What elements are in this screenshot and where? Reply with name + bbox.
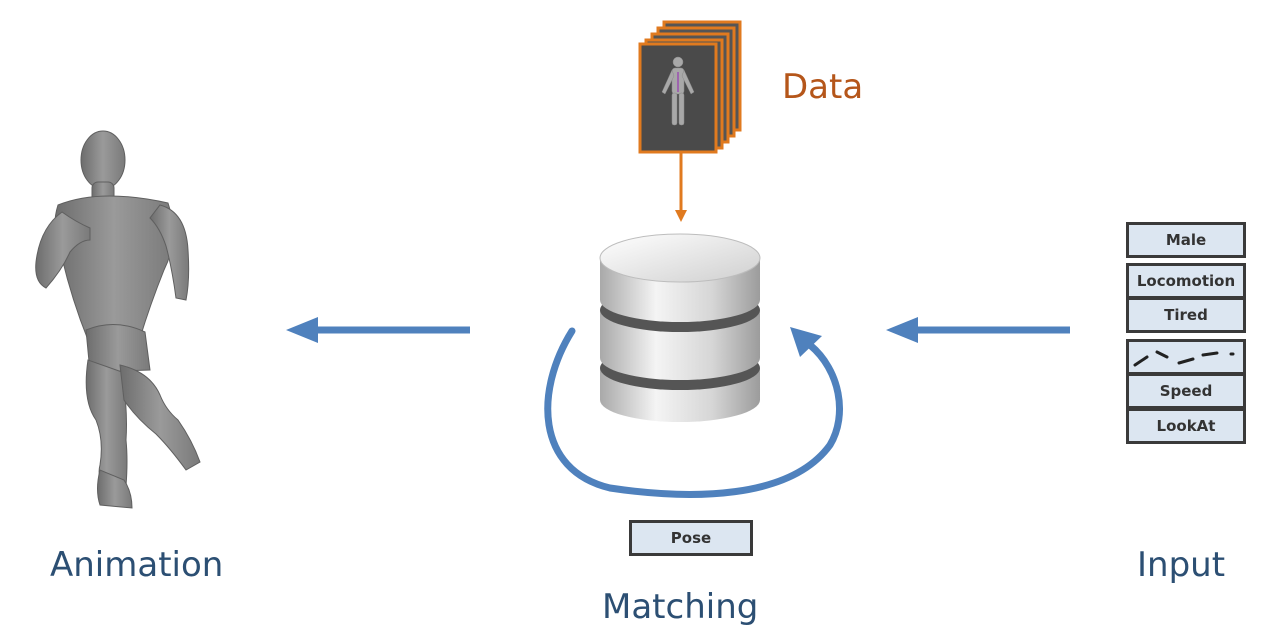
- data-label: Data: [782, 67, 864, 107]
- input-arrow: [886, 317, 1070, 343]
- input-box-trajectory: [1126, 339, 1246, 375]
- database-icon: [599, 233, 761, 422]
- pose-box: Pose: [629, 520, 753, 556]
- matching-loop-arrow: [544, 327, 844, 498]
- matching-label: Matching: [602, 587, 759, 627]
- input-label: Input: [1137, 545, 1226, 585]
- input-box-speed: Speed: [1126, 373, 1246, 409]
- output-arrow: [286, 317, 470, 343]
- trajectory-icon: [1133, 350, 1235, 367]
- input-box-tired: Tired: [1126, 297, 1246, 333]
- input-box-lookat: LookAt: [1126, 408, 1246, 444]
- animation-label: Animation: [50, 545, 224, 585]
- input-box-locomotion: Locomotion: [1126, 263, 1246, 299]
- running-character-icon: [35, 130, 201, 509]
- data-frames-icon: [638, 20, 742, 154]
- input-box-male: Male: [1126, 222, 1246, 258]
- loop-arrow-head: [790, 327, 822, 357]
